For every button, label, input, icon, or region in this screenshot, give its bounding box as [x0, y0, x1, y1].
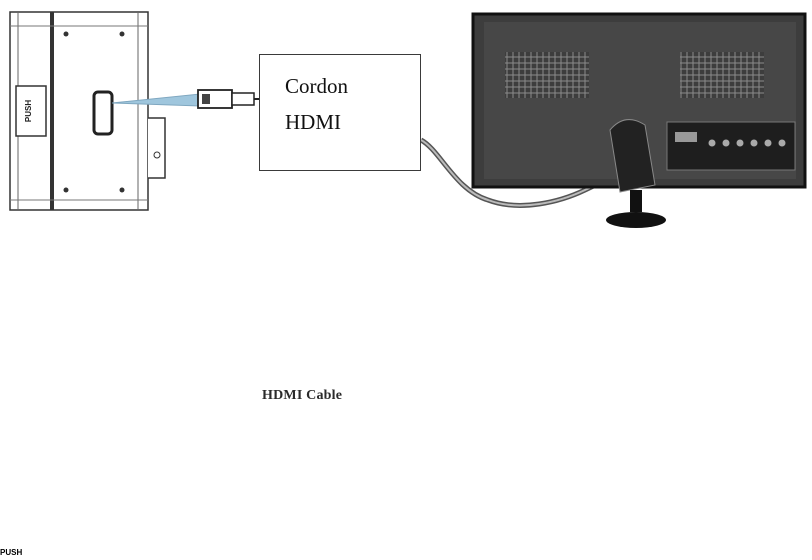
diagram-canvas: PUSH: [9, 11, 807, 228]
bottom-push-label: PUSH: [0, 548, 23, 557]
top-camera: PUSH: [9, 11, 166, 211]
cordon-label: Cordon: [285, 74, 348, 98]
top-hdmi-plug: [111, 89, 259, 109]
hdmi-label: HDMI: [285, 110, 341, 134]
top-push-label: PUSH: [24, 100, 33, 122]
hdmi-cable-label: HDMI Cable: [262, 388, 343, 403]
cordon-hdmi-label-box: Cordon HDMI: [259, 54, 421, 171]
hdmi-connection-diagram: PUSH: [0, 11, 807, 557]
bottom-camera: PUSH: [0, 542, 22, 559]
top-tv-rear: [471, 12, 807, 228]
